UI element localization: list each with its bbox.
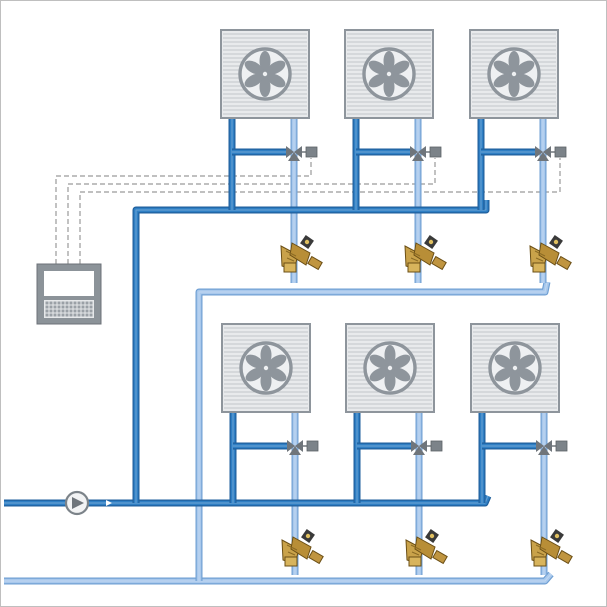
fan-icon — [363, 341, 417, 395]
fan-coil-unit-icon — [469, 29, 559, 119]
valve-actuator-icon — [306, 440, 319, 452]
valve-actuator-icon — [555, 440, 568, 452]
fan-icon — [362, 47, 416, 101]
balancing-valve-icon — [529, 235, 572, 273]
supply-riser-pipe — [132, 200, 490, 503]
balancing-valve-icon — [404, 235, 447, 273]
fan-coil-unit-icon — [470, 323, 560, 413]
circulation-pump-icon — [64, 490, 90, 516]
balancing-valve-icon — [405, 529, 448, 567]
fan-coil-unit-icon — [220, 29, 310, 119]
controller-keypad — [44, 300, 94, 318]
three-way-valve-icon — [411, 440, 443, 455]
valve-actuator-icon — [554, 146, 567, 158]
balancing-valve-icon — [281, 529, 324, 567]
fan-icon — [487, 47, 541, 101]
control-wire — [55, 158, 312, 264]
three-way-valve-icon — [410, 146, 442, 161]
balancing-valve-icon — [280, 235, 323, 273]
fan-coil-unit-icon — [345, 323, 435, 413]
fan-icon — [238, 47, 292, 101]
control-wire — [67, 158, 436, 264]
fan-coil-unit-icon — [221, 323, 311, 413]
fan-icon — [239, 341, 293, 395]
controller-screen — [44, 271, 94, 296]
balancing-valve-icon — [530, 529, 573, 567]
three-way-valve-icon — [287, 440, 319, 455]
three-way-valve-icon — [535, 146, 567, 161]
return-main-pipe — [4, 571, 554, 585]
fan-icon — [488, 341, 542, 395]
fan-coil-unit-icon — [344, 29, 434, 119]
control-wire — [79, 158, 561, 264]
valve-actuator-icon — [305, 146, 318, 158]
three-way-valve-icon — [286, 146, 318, 161]
flow-arrow-icon — [106, 500, 112, 506]
return-riser-pipe — [195, 281, 551, 581]
controller-panel-icon — [36, 263, 102, 325]
valve-actuator-icon — [430, 440, 443, 452]
valve-actuator-icon — [429, 146, 442, 158]
control-wiring — [55, 158, 561, 264]
three-way-valve-icon — [536, 440, 568, 455]
